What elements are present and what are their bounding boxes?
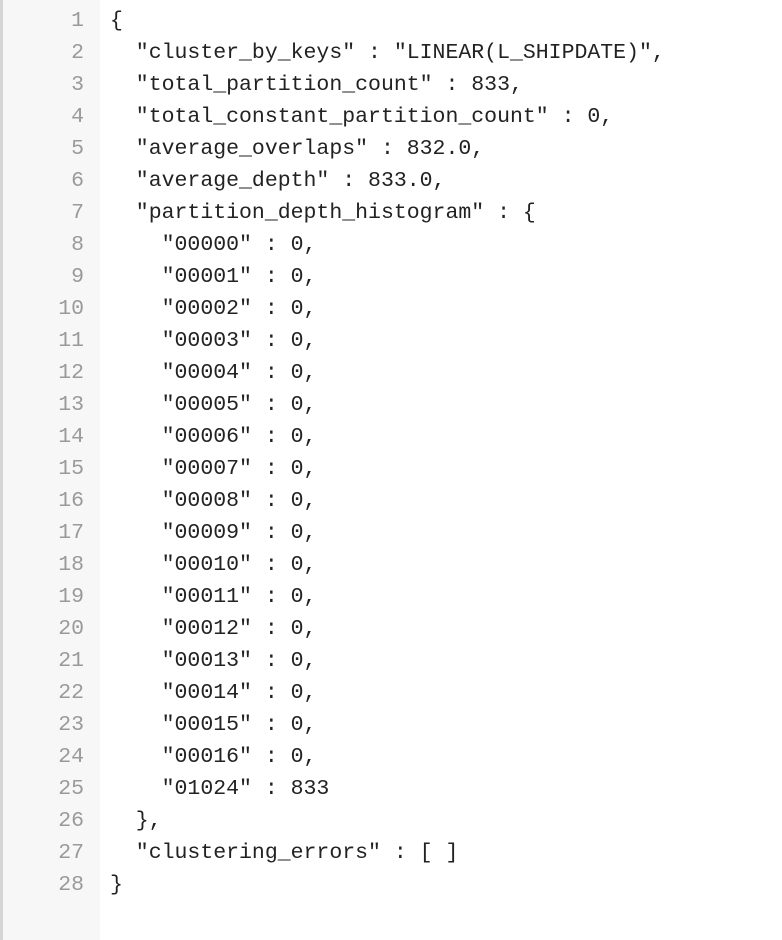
code-line[interactable]: "00013" : 0, [110,649,317,673]
line-number: 16 [58,489,84,513]
line-number: 21 [58,649,84,673]
line-number: 14 [58,425,84,449]
code-line[interactable]: "00001" : 0, [110,265,317,289]
line-number: 13 [58,393,84,417]
line-number: 8 [71,233,84,257]
left-border [0,0,3,940]
line-number: 9 [71,265,84,289]
line-number: 24 [58,745,84,769]
code-line[interactable]: "total_constant_partition_count" : 0, [110,105,614,129]
code-line[interactable]: "00015" : 0, [110,713,317,737]
line-number: 22 [58,681,84,705]
line-number: 20 [58,617,84,641]
code-line[interactable]: { [110,9,123,33]
code-line[interactable]: "00002" : 0, [110,297,317,321]
code-line[interactable]: "00005" : 0, [110,393,317,417]
code-line[interactable]: "01024" : 833 [110,777,330,801]
code-line[interactable]: "average_overlaps" : 832.0, [110,137,485,161]
line-number: 19 [58,585,84,609]
code-line[interactable]: "00009" : 0, [110,521,317,545]
line-number: 7 [71,201,84,225]
code-line[interactable]: "00003" : 0, [110,329,317,353]
line-number: 5 [71,137,84,161]
code-content[interactable]: { "cluster_by_keys" : "LINEAR(L_SHIPDATE… [100,0,782,940]
code-line[interactable]: "00004" : 0, [110,361,317,385]
code-line[interactable]: "00006" : 0, [110,425,317,449]
code-line[interactable]: }, [110,809,162,833]
line-number: 23 [58,713,84,737]
line-number: 4 [71,105,84,129]
line-number: 3 [71,73,84,97]
code-line[interactable]: "00012" : 0, [110,617,317,641]
code-line[interactable]: "00010" : 0, [110,553,317,577]
code-line[interactable]: "00014" : 0, [110,681,317,705]
line-number: 15 [58,457,84,481]
code-line[interactable]: "average_depth" : 833.0, [110,169,446,193]
line-number: 28 [58,873,84,897]
code-line[interactable]: "partition_depth_histogram" : { [110,201,536,225]
line-number-gutter: 1 2 3 4 5 6 7 8 9 10 11 12 13 14 15 16 1… [3,0,100,940]
code-line[interactable]: "00011" : 0, [110,585,317,609]
line-number: 1 [71,9,84,33]
code-line[interactable]: "00007" : 0, [110,457,317,481]
code-line[interactable]: "00008" : 0, [110,489,317,513]
line-number: 18 [58,553,84,577]
line-number: 11 [58,329,84,353]
line-number: 17 [58,521,84,545]
code-line[interactable]: } [110,873,123,897]
code-line[interactable]: "total_partition_count" : 833, [110,73,523,97]
line-number: 26 [58,809,84,833]
line-number: 12 [58,361,84,385]
code-line[interactable]: "cluster_by_keys" : "LINEAR(L_SHIPDATE)"… [110,41,665,65]
code-line[interactable]: "00016" : 0, [110,745,317,769]
code-line[interactable]: "clustering_errors" : [ ] [110,841,459,865]
code-line[interactable]: "00000" : 0, [110,233,317,257]
line-number: 10 [58,297,84,321]
line-number: 6 [71,169,84,193]
line-number: 2 [71,41,84,65]
line-number: 25 [58,777,84,801]
line-number: 27 [58,841,84,865]
